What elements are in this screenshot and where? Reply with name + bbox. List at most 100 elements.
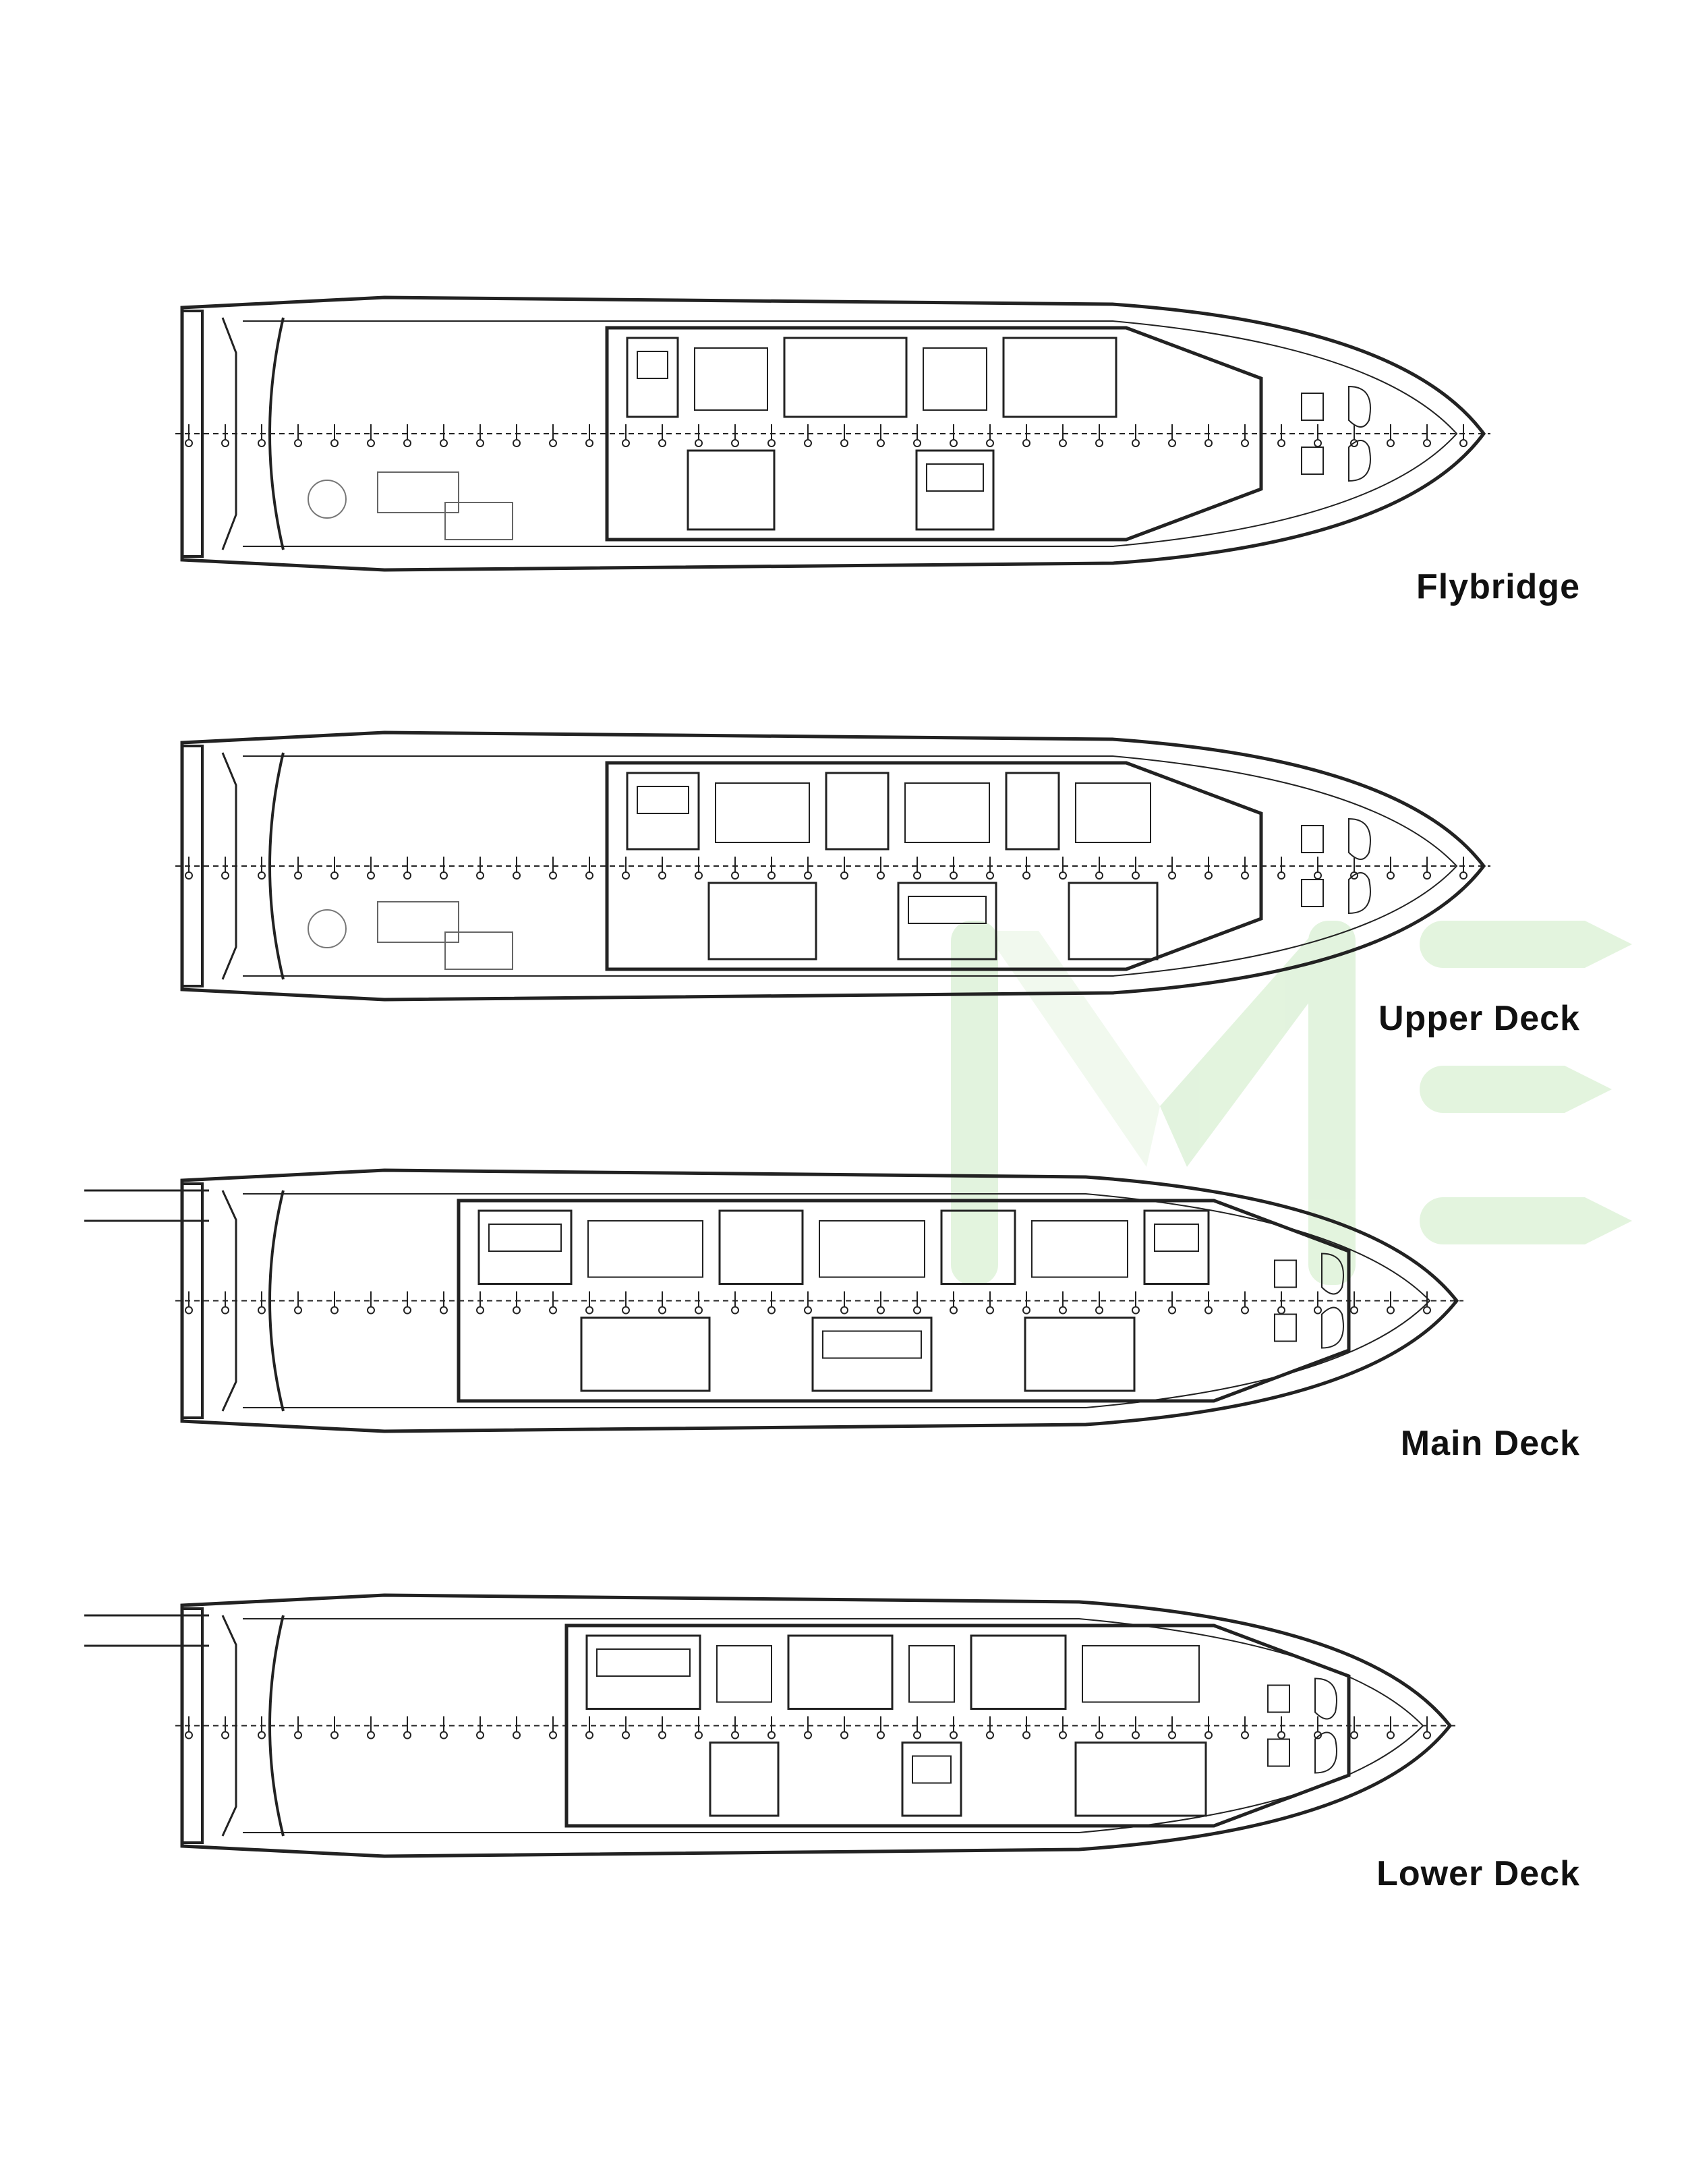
frame-marker: [658, 1306, 666, 1315]
room: [1002, 337, 1117, 418]
frame-marker: [1132, 1306, 1140, 1315]
furniture: [926, 463, 984, 492]
frame-marker: [1132, 871, 1140, 880]
furniture: [822, 1330, 922, 1359]
frame-marker: [513, 439, 521, 447]
frame-marker: [185, 1306, 193, 1315]
frame-marker: [367, 871, 375, 880]
room: [1075, 782, 1151, 843]
room: [687, 449, 776, 531]
frame-marker: [767, 1306, 776, 1315]
frame-marker: [804, 1731, 812, 1740]
room: [811, 1317, 933, 1392]
room: [1074, 1742, 1207, 1817]
room: [626, 337, 679, 418]
frame-marker: [1204, 1731, 1213, 1740]
frame-marker: [221, 439, 229, 447]
furniture: [488, 1224, 562, 1252]
frame-marker: [1095, 439, 1103, 447]
frame-marker: [258, 871, 266, 880]
room: [1005, 772, 1060, 851]
frame-marker: [513, 1306, 521, 1315]
frame-marker: [221, 871, 229, 880]
bow-hatch: [1274, 1313, 1297, 1342]
room: [709, 1742, 780, 1817]
deck-label-upper-deck: Upper Deck: [1378, 999, 1580, 1038]
frame-marker: [185, 1731, 193, 1740]
frame-marker: [330, 1731, 339, 1740]
frame-marker: [221, 1731, 229, 1740]
frame-marker: [1095, 871, 1103, 880]
frame-marker: [622, 1306, 630, 1315]
frame-marker: [1241, 1731, 1249, 1740]
deck-plan-main-deck: [84, 1168, 1463, 1433]
room: [1143, 1209, 1210, 1285]
anchor-well: [1348, 385, 1371, 482]
stairs: [444, 931, 513, 970]
room: [626, 772, 700, 851]
frame-marker: [1423, 1731, 1431, 1740]
bow-hatch: [1267, 1738, 1290, 1767]
frame-marker: [403, 871, 411, 880]
transom: [181, 1182, 204, 1419]
bow-hatch: [1301, 447, 1324, 475]
frame-marker: [1095, 1731, 1103, 1740]
watermark-e-bar-1: [1420, 1066, 1612, 1113]
frame-marker: [476, 871, 484, 880]
frame-marker: [877, 1731, 885, 1740]
room: [716, 1645, 772, 1703]
frame-marker: [403, 1731, 411, 1740]
frame-marker: [1241, 439, 1249, 447]
superstructure: [605, 761, 1263, 971]
frame-marker: [1022, 871, 1030, 880]
frame-marker: [258, 1306, 266, 1315]
anchor-well: [1314, 1677, 1337, 1774]
stairs: [444, 502, 513, 540]
frame-marker: [585, 439, 593, 447]
frame-marker: [1059, 1731, 1067, 1740]
frame-marker: [1423, 439, 1431, 447]
room: [970, 1634, 1067, 1710]
room: [718, 1209, 804, 1285]
frame-marker: [950, 1306, 958, 1315]
frame-marker: [695, 1306, 703, 1315]
frame-marker: [1459, 439, 1467, 447]
frame-marker: [986, 439, 994, 447]
superstructure: [605, 326, 1263, 542]
hull-inner-line: [243, 320, 1458, 547]
frame-marker: [1277, 1731, 1285, 1740]
frame-marker: [913, 871, 921, 880]
frame-marker: [1022, 1731, 1030, 1740]
frame-marker: [258, 1731, 266, 1740]
room: [908, 1645, 955, 1703]
room: [580, 1317, 711, 1392]
helipad-marker: [308, 909, 347, 948]
frame-marker: [877, 871, 885, 880]
frame-marker: [950, 871, 958, 880]
furniture: [637, 786, 689, 814]
frame-marker: [1423, 871, 1431, 880]
frame-marker: [731, 1306, 739, 1315]
watermark-m-diag-right: [1160, 931, 1342, 1167]
frame-marker: [1059, 439, 1067, 447]
frame-marker: [840, 1731, 848, 1740]
frame-marker: [804, 439, 812, 447]
deck-plan-flybridge: [175, 295, 1490, 572]
bow-hatch: [1301, 879, 1324, 907]
room: [940, 1209, 1016, 1285]
watermark-m-right: [1308, 921, 1356, 1285]
frame-marker: [767, 439, 776, 447]
frame-marker: [549, 1731, 557, 1740]
superstructure: [564, 1623, 1351, 1828]
furniture: [908, 896, 987, 924]
frame-marker: [1314, 439, 1322, 447]
frame-marker: [1277, 871, 1285, 880]
furniture: [637, 351, 668, 379]
frame-marker: [1459, 871, 1467, 880]
frame-marker: [1350, 871, 1358, 880]
anchor-well: [1348, 817, 1371, 915]
watermark-e-bar-0: [1420, 921, 1632, 968]
frame-marker: [513, 1731, 521, 1740]
frame-marker: [1350, 439, 1358, 447]
